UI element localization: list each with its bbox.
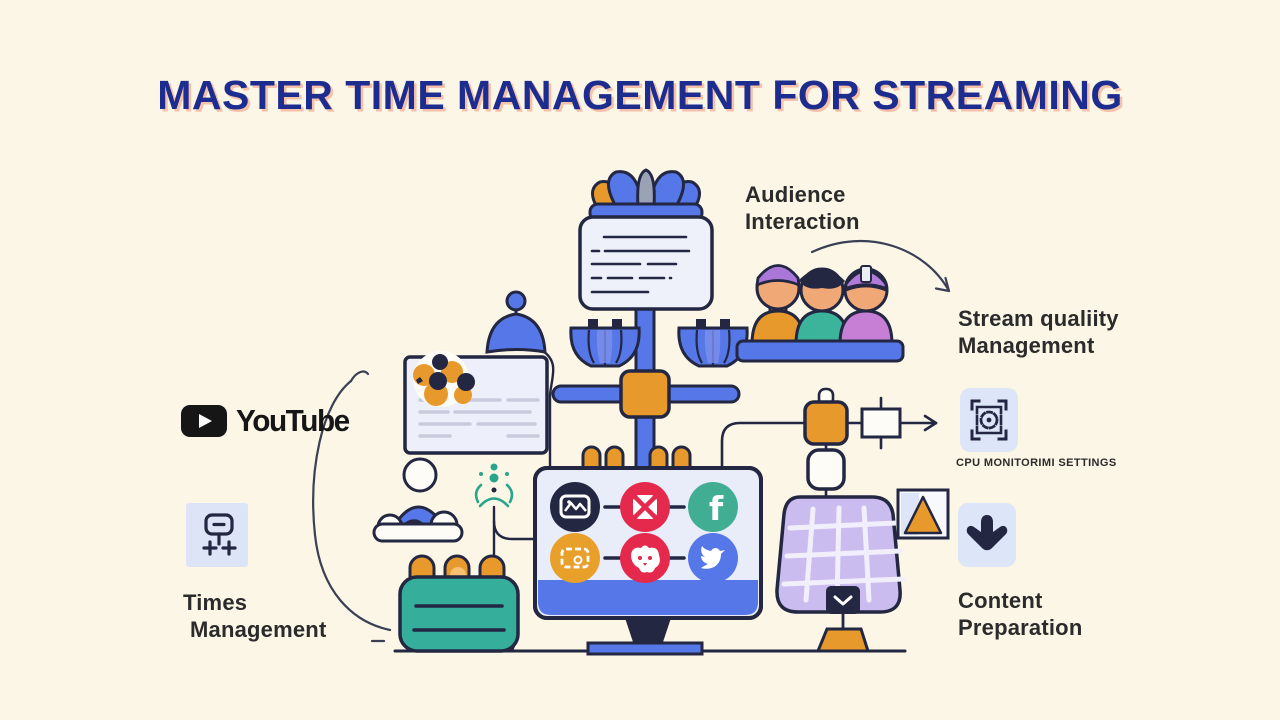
connector-bell-line xyxy=(541,349,555,470)
signboard xyxy=(578,168,714,311)
content-label-line1: Content xyxy=(958,588,1043,613)
close-x-icon xyxy=(620,482,670,532)
scale-pan-left xyxy=(569,319,641,368)
cpu-caption: CPU MONITORIMI SETTINGS xyxy=(956,457,1117,469)
audience-interaction-label: Audience Interaction xyxy=(745,181,860,235)
cpu-chip-icon xyxy=(970,399,1008,441)
content-label-line2: Preparation xyxy=(958,615,1083,640)
audience-label-line1: Audience xyxy=(745,182,846,207)
youtube-play-icon xyxy=(181,405,227,437)
youtube-logo: YouTube xyxy=(181,403,354,439)
person-orange xyxy=(750,264,806,346)
svg-text:f: f xyxy=(709,489,724,528)
times-tile xyxy=(186,503,248,567)
dot-cluster-icon xyxy=(413,351,475,407)
schedule-grid-panel xyxy=(775,495,906,653)
scale-pan-right xyxy=(677,319,749,368)
stream-label-line1: Stream qualiity xyxy=(958,306,1119,331)
rosette-icon xyxy=(591,168,701,214)
flow-node-orange xyxy=(803,400,849,446)
mountain-image-icon xyxy=(896,488,950,540)
facebook-icon: f xyxy=(688,482,738,532)
connector-sparkle-line xyxy=(492,505,537,564)
bell-icon xyxy=(485,290,547,354)
page-title: MASTER TIME MANAGEMENT FOR STREAMING xyxy=(157,72,1123,118)
stream-label-line2: Management xyxy=(958,333,1095,358)
video-screen-icon xyxy=(550,533,600,583)
arrow-audience-to-stream xyxy=(810,239,951,293)
sparkle-icon xyxy=(474,463,514,508)
times-label-line2: Management xyxy=(190,617,327,642)
monitor: f xyxy=(533,445,763,656)
flow-nodes xyxy=(803,387,902,491)
audience-bench xyxy=(735,339,905,363)
balance-scale xyxy=(551,319,749,419)
person-purple xyxy=(838,265,894,346)
flow-node-white xyxy=(806,448,846,491)
audience-people xyxy=(735,264,905,363)
youtube-wordmark: YouTube xyxy=(236,403,350,438)
audience-label-line2: Interaction xyxy=(745,209,860,234)
mascot-face-icon xyxy=(620,533,670,583)
content-preparation-label: Content Preparation xyxy=(958,587,1082,641)
times-label-line1: Times xyxy=(183,590,248,615)
scale-center-node xyxy=(619,369,671,419)
stream-quality-label: Stream qualiity Management xyxy=(958,305,1119,359)
flow-node-capacitor xyxy=(860,407,902,439)
down-arrow-icon xyxy=(966,515,1008,551)
content-tile xyxy=(958,503,1016,567)
whiteboard xyxy=(403,351,549,455)
cloud-figure xyxy=(372,457,464,543)
twitter-bird-icon xyxy=(688,533,738,583)
couch xyxy=(398,554,520,653)
connector-left-curve xyxy=(312,370,392,643)
person-teal xyxy=(794,267,850,346)
cpu-tile xyxy=(960,388,1018,452)
image-photo-icon xyxy=(550,482,600,532)
flowchart-icon xyxy=(202,513,237,556)
times-management-label: Times Management xyxy=(183,589,326,643)
